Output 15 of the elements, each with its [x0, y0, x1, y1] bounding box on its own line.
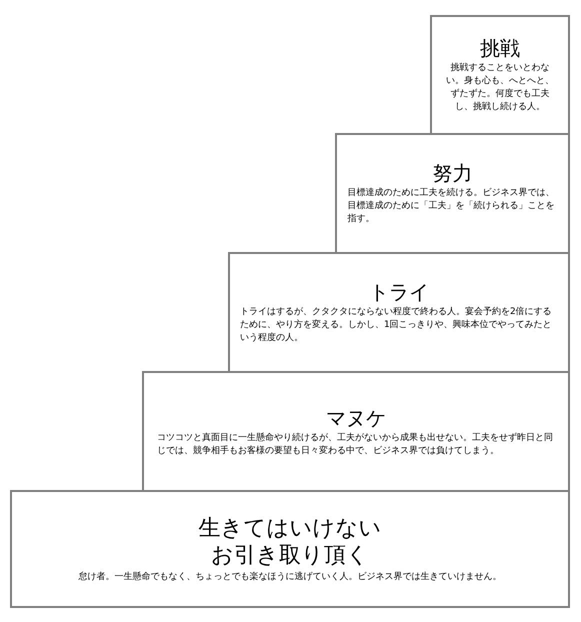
level-heading: マヌケ — [326, 406, 386, 430]
level-description: 怠け者。一生懸命でもなく、ちょっとでも楽なほうに逃げていく人。ビジネス界では生きていけません。 — [78, 570, 502, 584]
level-heading: 努力 — [432, 161, 472, 185]
level-description: トライはするが、クタクタにならない程度で終わる人。宴会予約を2倍にするために、やり方を変える。しかし、1回こっきりや、興味本位でやってみたという程度の人。 — [240, 306, 553, 345]
level-box — [335, 133, 570, 254]
level-heading: トライ — [369, 280, 429, 304]
level-box — [10, 490, 570, 608]
level-box — [142, 371, 570, 492]
level-description: 目標達成のために工夫を続ける。ビジネス界では、目標達成のために「工夫」を「続けられる」ことを指す。 — [348, 187, 556, 226]
level-heading: 挑戦 — [480, 36, 520, 60]
level-description: 挑戦することをいとわない。身も心も、へとへと、ずたずた。何度でも工夫し、挑戦し続ける人。 — [445, 62, 555, 114]
level-description: コツコツと真面目に一生懸命やり続けるが、工夫がないから成果も出せない。工夫をせず昨日と同じでは、競争相手もお客様の要望も日々変わる中で、ビジネス界では負けてしまう。 — [157, 432, 554, 458]
level-box — [430, 15, 570, 135]
level-box — [228, 252, 570, 373]
level-heading: 生きてはいけないお引き取り頂く — [198, 514, 382, 568]
